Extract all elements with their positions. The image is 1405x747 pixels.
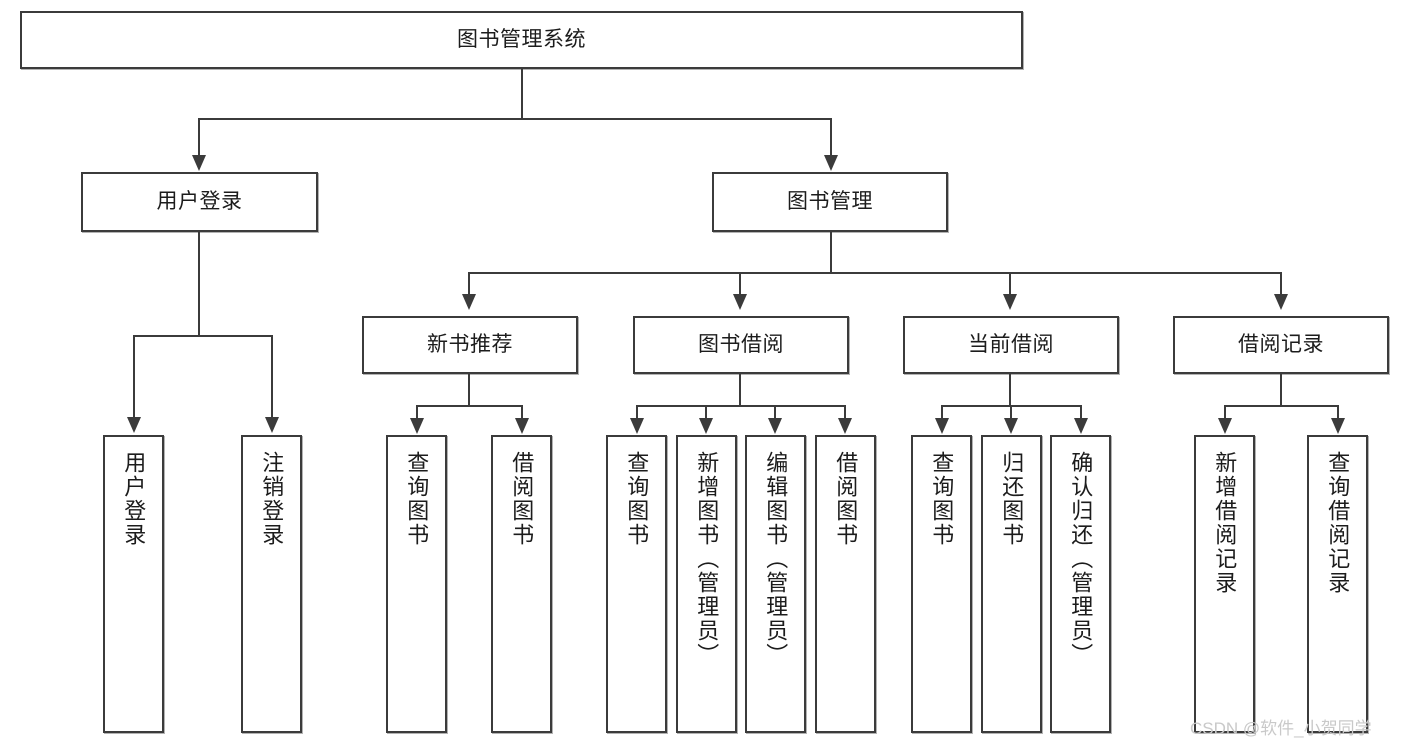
leaf-nbr-query-book-label: 查询图书 xyxy=(404,451,430,547)
arrowhead-cb-leaf-1 xyxy=(935,418,949,434)
leaf-cb-confirm-return-label: 确认归还（管理员） xyxy=(1068,451,1094,667)
connector-root-to-book-manage xyxy=(830,118,832,156)
leaf-nbr-borrow-book-label: 借阅图书 xyxy=(509,451,535,547)
node-new-book-recommend-label: 新书推荐 xyxy=(427,332,513,356)
node-new-book-recommend[interactable]: 新书推荐 xyxy=(362,316,578,374)
connector-br-branch-1 xyxy=(1224,405,1226,419)
leaf-bb-query-book-label: 查询图书 xyxy=(624,451,650,547)
leaf-br-query-record-label: 查询借阅记录 xyxy=(1325,451,1351,595)
connector-book-borrow-bus xyxy=(636,405,844,407)
arrowhead-nbr-leaf-1 xyxy=(410,418,424,434)
csdn-watermark: CSDN @软件_小贺同学 xyxy=(1190,719,1372,738)
leaf-user-login-logout[interactable]: 注销登录 xyxy=(241,435,302,733)
connector-new-book-recommend-bus xyxy=(416,405,521,407)
arrowhead-bb-leaf-4 xyxy=(838,418,852,434)
connector-br-branch-2 xyxy=(1337,405,1339,419)
connector-borrow-record-stem xyxy=(1280,374,1282,405)
connector-user-login-branch-1 xyxy=(133,335,135,418)
leaf-br-query-record[interactable]: 查询借阅记录 xyxy=(1307,435,1368,733)
leaf-nbr-borrow-book[interactable]: 借阅图书 xyxy=(491,435,552,733)
leaf-bb-add-book-label: 新增图书（管理员） xyxy=(694,451,720,667)
arrowhead-cb-leaf-3 xyxy=(1074,418,1088,434)
leaf-cb-confirm-return[interactable]: 确认归还（管理员） xyxy=(1050,435,1111,733)
node-user-login-label: 用户登录 xyxy=(156,189,243,213)
connector-cb-branch-3 xyxy=(1080,405,1082,419)
connector-root-stem xyxy=(521,69,523,118)
connector-nbr-branch-1 xyxy=(416,405,418,419)
connector-book-management-stem xyxy=(830,232,832,272)
connector-bb-branch-4 xyxy=(844,405,846,419)
arrowhead-to-borrow-record xyxy=(1274,294,1288,310)
node-root-system-label: 图书管理系统 xyxy=(457,27,586,51)
connector-user-login-stem xyxy=(198,232,200,335)
arrowhead-to-current-borrow xyxy=(1003,294,1017,310)
leaf-br-add-record[interactable]: 新增借阅记录 xyxy=(1194,435,1255,733)
connector-book-management-branch-1 xyxy=(468,272,470,295)
leaf-bb-query-book[interactable]: 查询图书 xyxy=(606,435,667,733)
leaf-bb-edit-book[interactable]: 编辑图书（管理员） xyxy=(745,435,806,733)
node-book-management[interactable]: 图书管理 xyxy=(712,172,948,232)
connector-nbr-branch-2 xyxy=(521,405,523,419)
connector-user-login-bus xyxy=(133,335,273,337)
leaf-bb-borrow-book-label: 借阅图书 xyxy=(833,451,859,547)
node-current-borrow-label: 当前借阅 xyxy=(968,332,1054,356)
node-root-system[interactable]: 图书管理系统 xyxy=(20,11,1023,69)
leaf-br-add-record-label: 新增借阅记录 xyxy=(1212,451,1238,595)
leaf-cb-return-book[interactable]: 归还图书 xyxy=(981,435,1042,733)
leaf-user-login-login-label: 用户登录 xyxy=(121,451,147,547)
connector-cb-branch-2 xyxy=(1010,405,1012,419)
leaf-bb-edit-book-label: 编辑图书（管理员） xyxy=(763,451,789,667)
arrowhead-to-book-borrow xyxy=(733,294,747,310)
connector-cb-branch-1 xyxy=(941,405,943,419)
arrowhead-br-leaf-1 xyxy=(1218,418,1232,434)
leaf-cb-query-book-label: 查询图书 xyxy=(929,451,955,547)
leaf-user-login-login[interactable]: 用户登录 xyxy=(103,435,164,733)
connector-book-management-bus xyxy=(468,272,1280,274)
connector-book-management-branch-3 xyxy=(1009,272,1011,295)
arrowhead-bb-leaf-2 xyxy=(699,418,713,434)
arrowhead-bb-leaf-1 xyxy=(630,418,644,434)
arrowhead-root-to-user-login xyxy=(192,155,206,171)
node-current-borrow[interactable]: 当前借阅 xyxy=(903,316,1119,374)
leaf-nbr-query-book[interactable]: 查询图书 xyxy=(386,435,447,733)
arrowhead-br-leaf-2 xyxy=(1331,418,1345,434)
connector-new-book-recommend-stem xyxy=(468,374,470,405)
leaf-user-login-logout-label: 注销登录 xyxy=(259,451,285,547)
connector-book-management-branch-2 xyxy=(739,272,741,295)
arrowhead-nbr-leaf-2 xyxy=(515,418,529,434)
arrowhead-user-login-leaf-2 xyxy=(265,417,279,433)
connector-root-to-user-login xyxy=(198,118,200,156)
node-book-borrow[interactable]: 图书借阅 xyxy=(633,316,849,374)
connector-bb-branch-1 xyxy=(636,405,638,419)
arrowhead-root-to-book-manage xyxy=(824,155,838,171)
leaf-bb-borrow-book[interactable]: 借阅图书 xyxy=(815,435,876,733)
connector-book-management-branch-4 xyxy=(1280,272,1282,295)
leaf-cb-return-book-label: 归还图书 xyxy=(999,451,1025,547)
node-borrow-record-label: 借阅记录 xyxy=(1238,332,1324,356)
connector-bb-branch-2 xyxy=(705,405,707,419)
leaf-bb-add-book[interactable]: 新增图书（管理员） xyxy=(676,435,737,733)
arrowhead-user-login-leaf-1 xyxy=(127,417,141,433)
arrowhead-bb-leaf-3 xyxy=(768,418,782,434)
node-book-management-label: 图书管理 xyxy=(787,189,873,213)
connector-user-login-branch-2 xyxy=(271,335,273,418)
connector-book-borrow-stem xyxy=(739,374,741,405)
arrowhead-to-new-book-recommend xyxy=(462,294,476,310)
leaf-cb-query-book[interactable]: 查询图书 xyxy=(911,435,972,733)
connector-borrow-record-bus xyxy=(1224,405,1337,407)
node-book-borrow-label: 图书借阅 xyxy=(698,332,784,356)
connector-root-bus xyxy=(198,118,831,120)
connector-current-borrow-stem xyxy=(1009,374,1011,405)
arrowhead-cb-leaf-2 xyxy=(1004,418,1018,434)
node-user-login[interactable]: 用户登录 xyxy=(81,172,318,232)
connector-bb-branch-3 xyxy=(774,405,776,419)
node-borrow-record[interactable]: 借阅记录 xyxy=(1173,316,1389,374)
